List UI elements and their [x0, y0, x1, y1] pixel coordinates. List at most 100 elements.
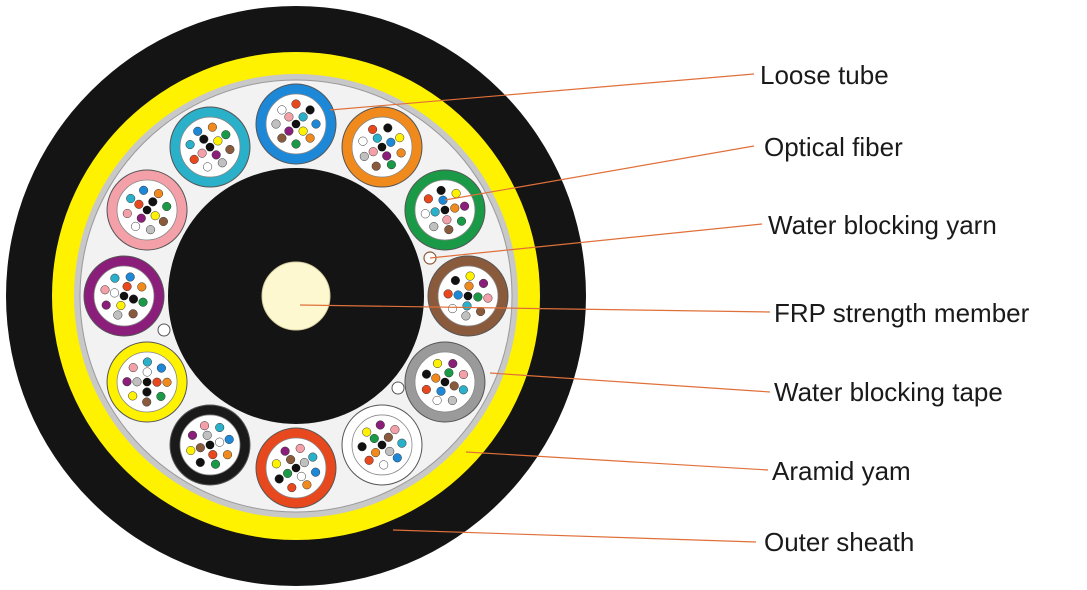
optical-fiber: [142, 205, 152, 215]
loose-tubes-group: [83, 83, 509, 509]
optical-fiber: [195, 443, 205, 453]
optical-fiber: [221, 130, 231, 140]
optical-fiber: [287, 483, 297, 493]
optical-fiber: [364, 455, 374, 465]
optical-fiber: [461, 311, 471, 321]
optical-fiber: [465, 271, 475, 281]
optical-fiber: [448, 359, 458, 369]
optical-fiber: [305, 105, 315, 115]
optical-fiber: [442, 215, 452, 225]
loose-tube: [106, 341, 188, 423]
optical-fiber: [436, 386, 446, 396]
label-water-blocking-tape: Water blocking tape: [774, 377, 1003, 407]
optical-fiber: [217, 158, 227, 168]
loose-tube: [404, 341, 486, 423]
optical-fiber: [158, 216, 168, 227]
optical-fiber: [195, 457, 205, 467]
optical-fiber: [284, 126, 294, 136]
loose-tube: [255, 427, 337, 509]
optical-fiber: [386, 137, 396, 147]
optical-fiber: [162, 377, 172, 387]
optical-fiber: [440, 205, 450, 215]
leader-line-frp: [299, 304, 771, 313]
optical-fiber: [277, 133, 287, 143]
optical-fiber: [113, 310, 123, 320]
loose-tube: [341, 404, 423, 486]
leader-line-water-blocking-yarn: [429, 223, 763, 259]
optical-fiber: [148, 197, 158, 207]
optical-fiber: [447, 395, 457, 406]
optical-fiber: [202, 430, 212, 440]
optical-fiber: [444, 368, 454, 378]
optical-fiber: [432, 395, 442, 405]
leader-line-optical-fiber: [444, 145, 755, 201]
frp-strength-member-core: [261, 261, 331, 331]
loose-tube: [169, 404, 251, 486]
optical-fiber: [432, 358, 443, 369]
optical-fiber: [199, 134, 209, 144]
leader-line-water-blocking-tape: [489, 372, 771, 393]
water-blocking-yarn: [157, 323, 171, 337]
optical-fiber: [377, 440, 387, 450]
optical-fiber: [122, 281, 132, 292]
optical-fiber: [423, 194, 433, 204]
optical-fiber: [116, 300, 126, 311]
optical-fiber: [450, 275, 460, 286]
loose-tube: [106, 169, 188, 251]
optical-fiber: [205, 142, 215, 152]
optical-fiber: [368, 147, 378, 157]
loose-tube: [255, 83, 337, 165]
optical-fiber: [371, 448, 381, 458]
optical-fiber: [215, 422, 225, 433]
optical-fiber: [142, 367, 152, 377]
optical-fiber: [210, 459, 221, 469]
cable-body: [6, 6, 586, 586]
optical-fiber: [463, 291, 473, 301]
optical-fiber: [128, 294, 139, 304]
optical-fiber: [136, 213, 146, 223]
optical-fiber: [142, 397, 152, 407]
optical-fiber: [156, 363, 166, 373]
optical-fiber: [458, 369, 469, 380]
optical-fiber: [295, 443, 305, 453]
optical-fiber: [125, 272, 135, 282]
label-loose-tube: Loose tube: [760, 60, 889, 90]
optical-fiber: [305, 133, 315, 143]
label-optical-fiber: Optical fiber: [764, 132, 903, 162]
optical-fiber: [139, 185, 149, 195]
label-outer-sheath: Outer sheath: [764, 527, 914, 557]
optical-fiber: [375, 420, 385, 430]
optical-fiber: [421, 369, 432, 379]
optical-fiber: [362, 427, 372, 437]
optical-fiber: [128, 363, 138, 373]
optical-fiber: [277, 105, 287, 115]
optical-fiber: [145, 225, 156, 235]
optical-fiber: [152, 377, 162, 387]
optical-fiber: [383, 123, 393, 133]
optical-fiber: [271, 459, 281, 469]
optical-fiber: [397, 438, 407, 448]
optical-fiber: [358, 136, 368, 146]
optical-fiber: [311, 467, 321, 477]
optical-fiber: [371, 161, 381, 171]
optical-fiber: [280, 446, 290, 456]
optical-fiber: [128, 391, 138, 401]
optical-fiber: [308, 452, 318, 462]
label-water-blocking-yarn: Water blocking yarn: [768, 210, 997, 240]
optical-fiber: [478, 278, 489, 288]
optical-fiber: [462, 301, 472, 311]
optical-fiber: [199, 421, 210, 431]
optical-fiber: [359, 151, 369, 161]
optical-fiber: [189, 154, 199, 164]
optical-fiber: [142, 377, 152, 387]
optical-fiber: [110, 273, 120, 283]
optical-fiber: [128, 309, 138, 319]
optical-fiber: [101, 300, 111, 310]
optical-fiber: [299, 458, 309, 468]
optical-fiber: [451, 188, 461, 198]
optical-fiber: [458, 385, 468, 395]
optical-fiber: [153, 189, 164, 199]
optical-fiber: [385, 446, 395, 456]
labels-group: Loose tube Optical fiber Water blocking …: [760, 60, 1030, 557]
